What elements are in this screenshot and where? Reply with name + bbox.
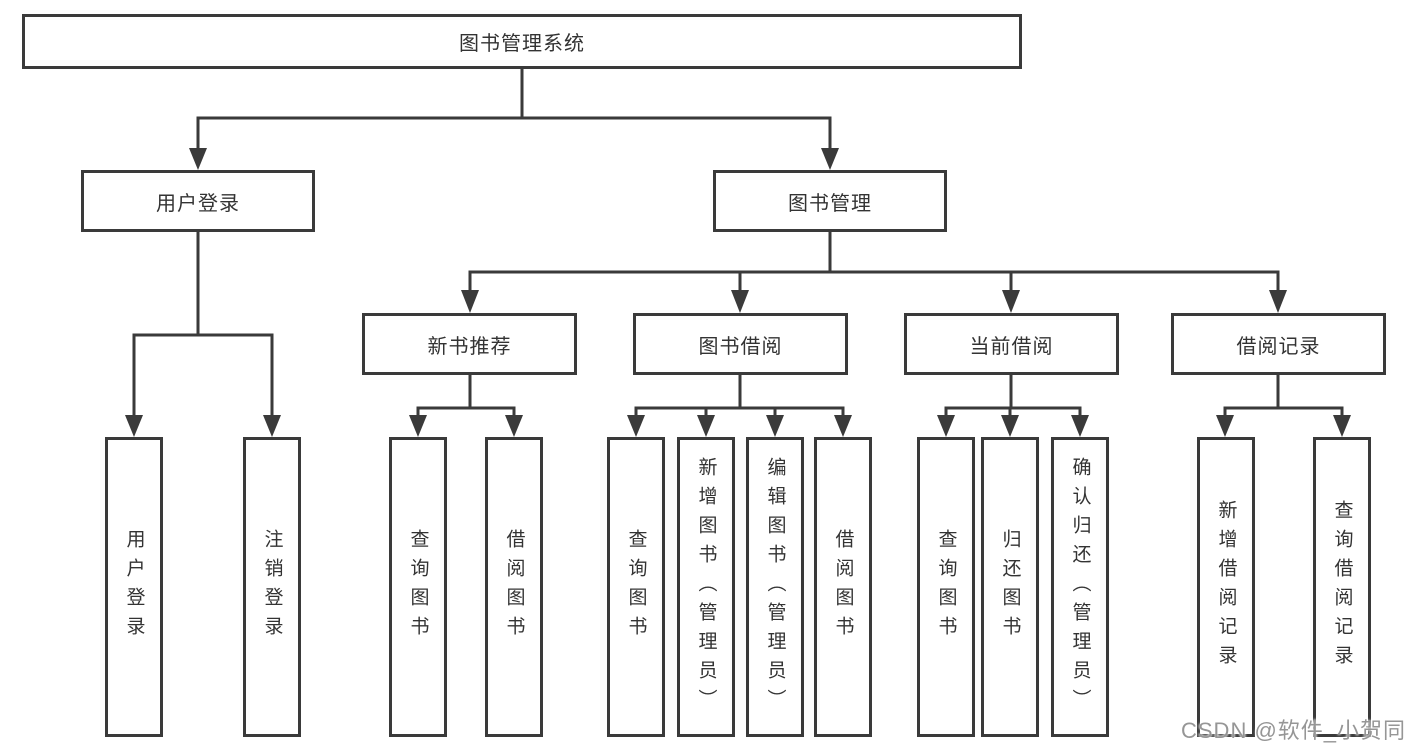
node-current-borrowing: 当前借阅 [904, 313, 1119, 375]
node-user-login: 用户登录 [81, 170, 315, 232]
leaf-records-query-record: 查询借阅记录 [1313, 437, 1371, 737]
leaf-records-add-record: 新增借阅记录 [1197, 437, 1255, 737]
leaf-borrowing-borrow-books-label: 借阅图书 [832, 529, 854, 645]
node-book-management-label: 图书管理 [788, 192, 872, 215]
leaf-borrowing-add-books-admin: 新增图书（管理员） [677, 437, 735, 737]
leaf-current-query-books-label: 查询图书 [935, 529, 957, 645]
leaf-borrowing-edit-books-admin: 编辑图书（管理员） [746, 437, 804, 737]
leaf-user-login-label: 用户登录 [123, 529, 145, 645]
leaf-borrowing-query-books: 查询图书 [607, 437, 665, 737]
node-book-borrowing-label: 图书借阅 [698, 335, 783, 358]
node-current-borrowing-label: 当前借阅 [969, 335, 1054, 358]
leaf-current-return-books-label: 归还图书 [999, 529, 1021, 645]
node-borrowing-records-label: 借阅记录 [1236, 335, 1321, 358]
leaf-current-return-books: 归还图书 [981, 437, 1039, 737]
node-root: 图书管理系统 [22, 14, 1022, 69]
leaf-current-confirm-return-admin: 确认归还（管理员） [1051, 437, 1109, 737]
node-root-label: 图书管理系统 [459, 33, 585, 55]
leaf-recommend-query-books: 查询图书 [389, 437, 447, 737]
node-book-borrowing: 图书借阅 [633, 313, 848, 375]
leaf-recommend-borrow-books: 借阅图书 [485, 437, 543, 737]
node-new-book-recommend: 新书推荐 [362, 313, 577, 375]
leaf-user-login: 用户登录 [105, 437, 163, 737]
leaf-borrowing-add-books-admin-label: 新增图书（管理员） [695, 456, 717, 718]
leaf-records-add-record-label: 新增借阅记录 [1215, 500, 1237, 674]
node-borrowing-records: 借阅记录 [1171, 313, 1386, 375]
leaf-borrowing-edit-books-admin-label: 编辑图书（管理员） [764, 456, 786, 718]
arrowhead-icons [125, 148, 1351, 437]
node-user-login-label: 用户登录 [156, 192, 240, 215]
leaf-borrowing-query-books-label: 查询图书 [625, 529, 647, 645]
leaf-logout-label: 注销登录 [261, 529, 283, 645]
leaf-logout: 注销登录 [243, 437, 301, 737]
leaf-recommend-borrow-books-label: 借阅图书 [503, 529, 525, 645]
leaf-records-query-record-label: 查询借阅记录 [1331, 500, 1353, 674]
leaf-current-confirm-return-admin-label: 确认归还（管理员） [1069, 456, 1091, 718]
leaf-borrowing-borrow-books: 借阅图书 [814, 437, 872, 737]
leaf-current-query-books: 查询图书 [917, 437, 975, 737]
csdn-watermark: CSDN @软件_小贺同学 [1181, 718, 1405, 743]
node-new-book-recommend-label: 新书推荐 [427, 335, 512, 358]
leaf-recommend-query-books-label: 查询图书 [407, 529, 429, 645]
node-book-management: 图书管理 [713, 170, 947, 232]
